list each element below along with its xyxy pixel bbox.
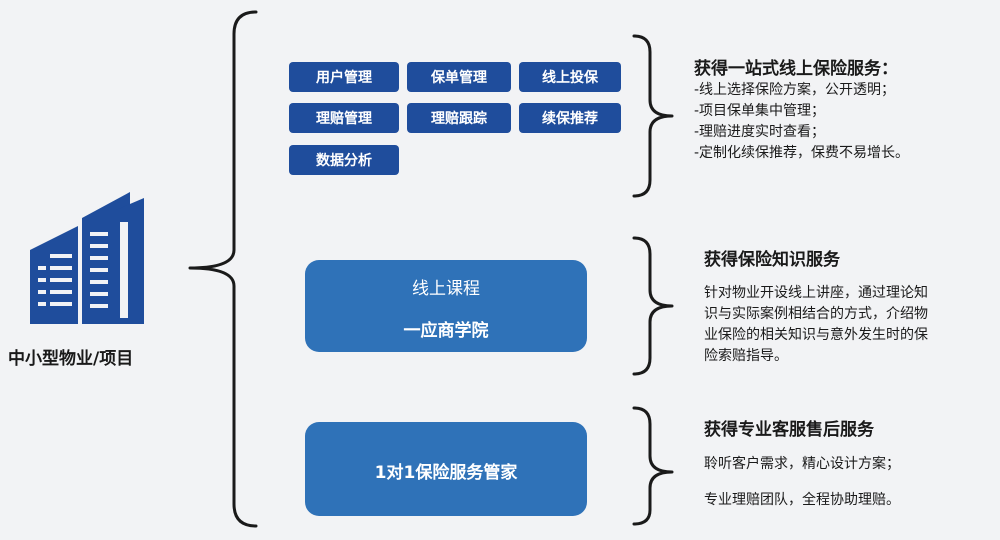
section-bracket-1 — [632, 34, 674, 198]
feature-button-renewal-recommend[interactable]: 续保推荐 — [519, 103, 621, 133]
section-bracket-2 — [632, 236, 674, 376]
section-body-2: 针对物业开设线上讲座，通过理论知 识与实际案例相结合的方式，介绍物 业保险的相关… — [704, 283, 928, 367]
section-3-line: 聆听客户需求，精心设计方案； — [704, 456, 900, 472]
section-bracket-3 — [632, 406, 674, 526]
service-manager-box: 1对1保险服务管家 — [305, 422, 587, 516]
building-icon — [30, 192, 144, 324]
section-1-line: -定制化续保推荐，保费不易增长。 — [694, 145, 910, 161]
section-heading-3: 获得专业客服售后服务 — [704, 420, 874, 440]
section-1-line: -项目保单集中管理； — [694, 103, 826, 119]
course-box-title: 一应商学院 — [403, 321, 489, 341]
feature-button-policy-management[interactable]: 保单管理 — [407, 62, 511, 92]
feature-button-claims-management[interactable]: 理赔管理 — [289, 103, 399, 133]
section-2-line: 业保险的相关知识与意外发生时的保 — [704, 327, 928, 343]
section-2-line: 险索赔指导。 — [704, 348, 788, 364]
section-2-line: 针对物业开设线上讲座，通过理论知 — [704, 285, 928, 301]
feature-button-claims-tracking[interactable]: 理赔跟踪 — [407, 103, 511, 133]
feature-button-data-analysis[interactable]: 数据分析 — [289, 145, 399, 175]
section-1-line: -线上选择保险方案，公开透明； — [694, 82, 896, 98]
section-body-1: -线上选择保险方案，公开透明； -项目保单集中管理； -理赔进度实时查看； -定… — [694, 80, 909, 164]
section-body-3: 聆听客户需求，精心设计方案； — [704, 454, 900, 475]
section-body-3b: 专业理赔团队，全程协助理赔。 — [704, 490, 900, 511]
section-3-line: 专业理赔团队，全程协助理赔。 — [704, 492, 900, 508]
left-label: 中小型物业/项目 — [8, 349, 134, 369]
service-manager-title: 1对1保险服务管家 — [374, 463, 518, 483]
section-1-line: -理赔进度实时查看； — [694, 124, 826, 140]
course-box-subtitle: 线上课程 — [412, 279, 480, 299]
course-box: 线上课程 一应商学院 — [305, 260, 587, 352]
section-heading-2: 获得保险知识服务 — [704, 250, 840, 270]
section-heading-1: 获得一站式线上保险服务： — [694, 59, 898, 79]
main-bracket — [188, 10, 258, 528]
feature-button-online-insure[interactable]: 线上投保 — [519, 62, 621, 92]
section-2-line: 识与实际案例相结合的方式，介绍物 — [704, 306, 928, 322]
feature-button-user-management[interactable]: 用户管理 — [289, 62, 399, 92]
